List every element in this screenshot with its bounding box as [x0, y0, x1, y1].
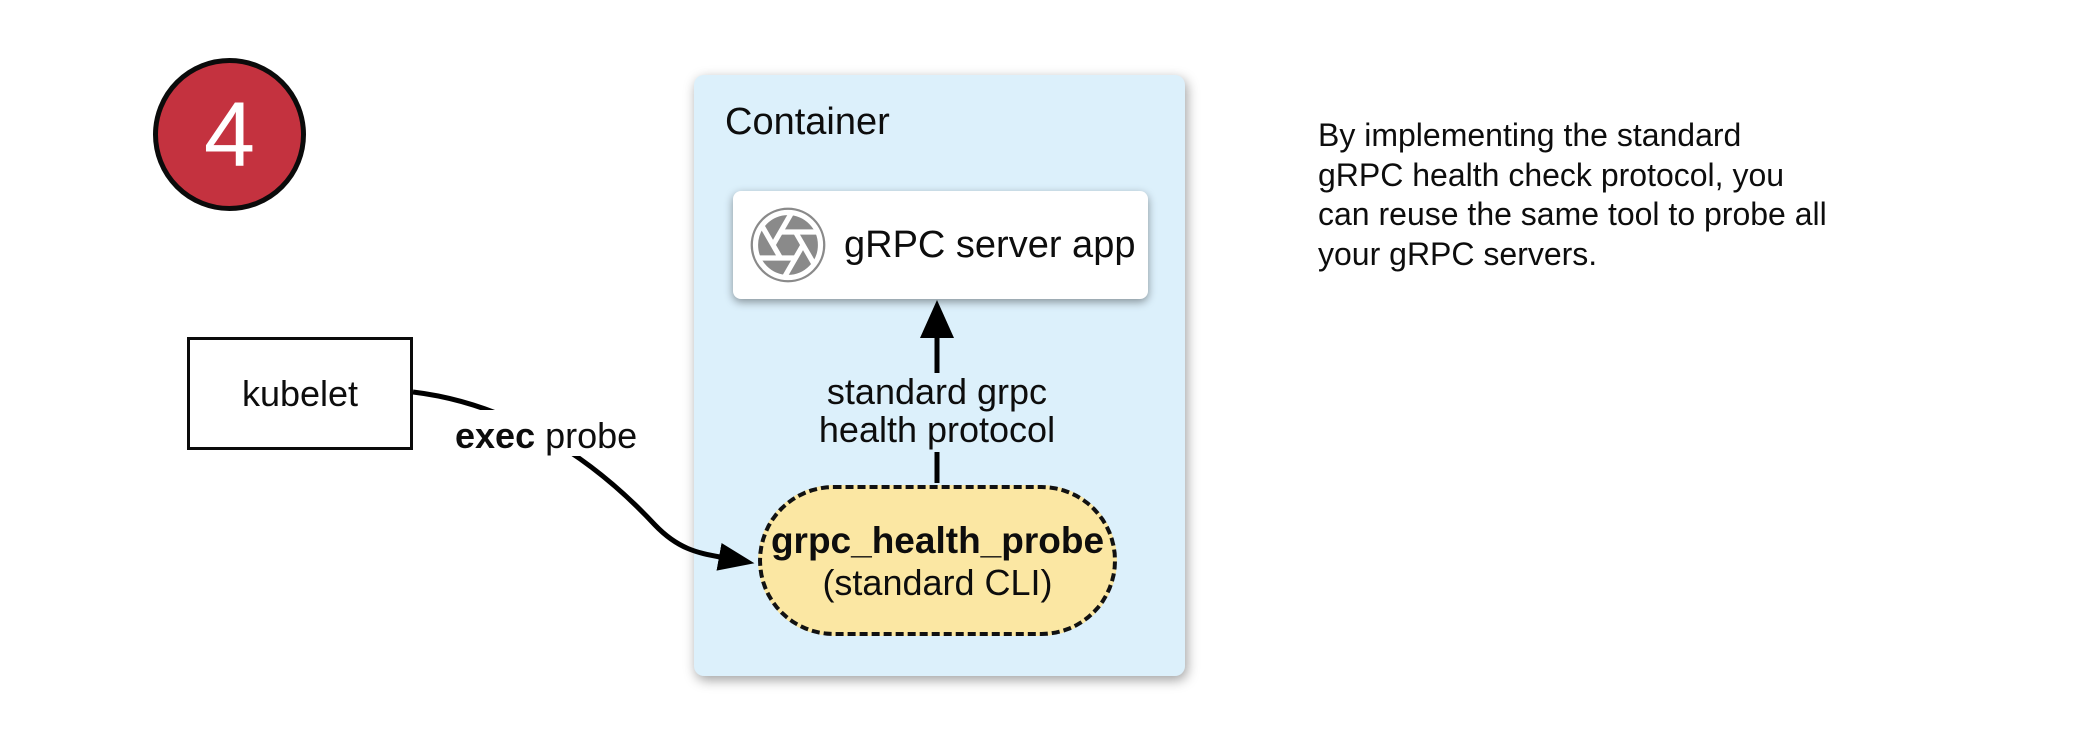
aperture-icon — [750, 207, 826, 283]
step-number: 4 — [203, 83, 256, 186]
grpc-server-app-label: gRPC server app — [844, 223, 1136, 266]
note-paragraph: By implementing the standard gRPC health… — [1318, 116, 1918, 274]
protocol-label-line2: health protocol — [818, 409, 1056, 450]
exec-probe-label-bold: exec — [455, 415, 536, 456]
note-line: gRPC health check protocol, you — [1318, 156, 1785, 193]
grpc-health-probe-pill: grpc_health_probe (standard CLI) — [758, 485, 1117, 636]
note-line: can reuse the same tool to probe all — [1318, 196, 1827, 232]
exec-probe-label: exec probe — [455, 415, 637, 457]
protocol-label-line1: standard grpc — [826, 371, 1048, 412]
probe-subtitle: (standard CLI) — [822, 561, 1053, 603]
kubelet-label: kubelet — [241, 372, 359, 414]
protocol-arrow-label: standard grpc health protocol — [787, 373, 1087, 449]
step-badge: 4 — [153, 58, 306, 211]
kubelet-box: kubelet — [187, 337, 413, 450]
grpc-server-app-box: gRPC server app — [733, 191, 1148, 299]
note-line: your gRPC servers. — [1318, 235, 1598, 272]
container-title: Container — [725, 101, 890, 143]
note-line: By implementing the standard — [1318, 117, 1742, 153]
probe-title: grpc_health_probe — [770, 519, 1105, 561]
exec-probe-label-rest: probe — [535, 415, 638, 456]
